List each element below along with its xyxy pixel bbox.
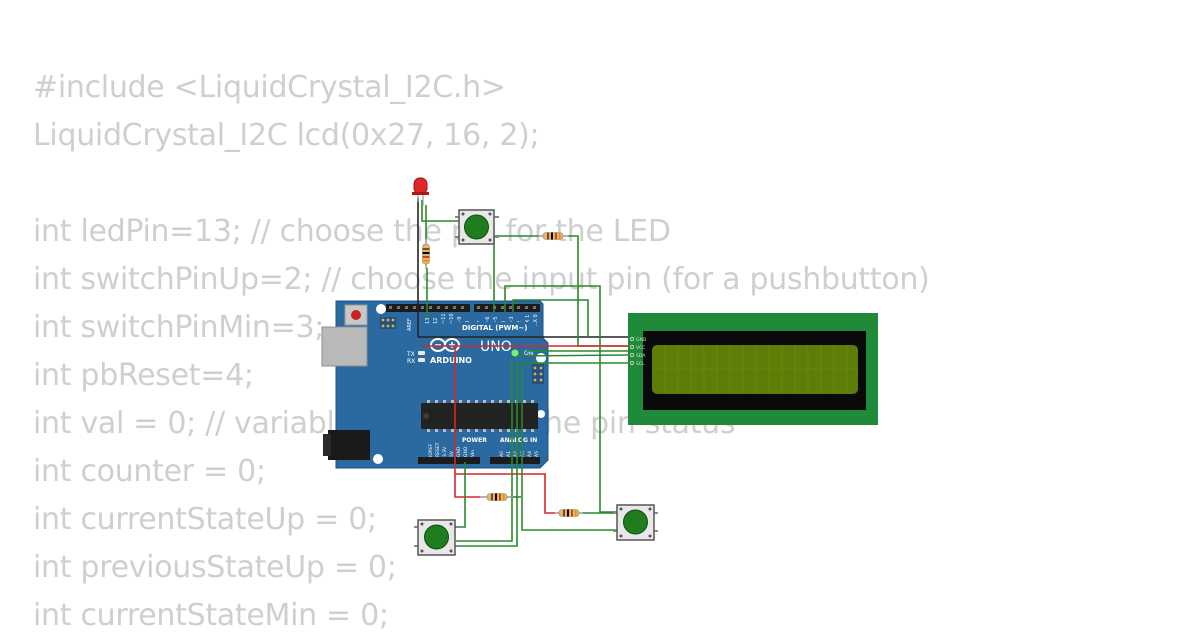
code-line: int counter = 0; xyxy=(33,454,266,489)
power-pin-label: IOREF xyxy=(428,443,434,457)
power-pin-label: Vin xyxy=(470,450,476,457)
brand-label: ARDUINO xyxy=(430,356,472,365)
atmega-chip xyxy=(421,403,538,429)
resistor[interactable] xyxy=(538,232,568,240)
resistor[interactable] xyxy=(555,509,583,517)
digital-header-label: DIGITAL (PWM~) xyxy=(462,324,527,332)
analog-pin-label: A2 xyxy=(513,451,519,457)
power-jack xyxy=(328,430,370,460)
digital-header xyxy=(386,304,470,312)
lcd-pin-label: SCL xyxy=(636,361,645,367)
mounting-hole xyxy=(376,304,386,314)
arduino-logo xyxy=(430,338,460,352)
lcd-pin-label: VCC xyxy=(636,345,645,351)
resistor[interactable] xyxy=(480,493,513,501)
code-line: LiquidCrystal_I2C lcd(0x27, 16, 2); xyxy=(33,118,540,153)
digital-pin-label: 12 xyxy=(433,318,439,324)
code-line: int currentStateUp = 0; xyxy=(33,502,377,537)
analog-pin-label: A1 xyxy=(506,451,512,457)
resistor[interactable] xyxy=(422,239,430,269)
power-pin-label: 5V xyxy=(449,450,455,457)
digital-pin-label: TX 1 xyxy=(525,315,531,327)
lcd-screen xyxy=(652,345,858,394)
tx-led xyxy=(418,351,425,355)
digital-pin-label: ~9 xyxy=(457,317,463,324)
analog-pin-label: A4 xyxy=(527,451,533,457)
code-line: int switchPinMin=3; xyxy=(33,310,325,345)
wires xyxy=(417,198,629,547)
lcd-pin-label: SDA xyxy=(636,353,646,359)
model-label: UNO xyxy=(480,339,512,355)
code-line: int pbReset=4; xyxy=(33,358,254,393)
power-header xyxy=(418,457,480,464)
analog-pin-label: A3 xyxy=(520,451,526,457)
digital-pin-label: ~6 xyxy=(485,317,491,324)
mounting-hole xyxy=(536,353,546,363)
analog-header xyxy=(490,457,540,464)
rx-led xyxy=(418,358,425,362)
arduino-uno-board[interactable]: AREF 13 12 ~11 ~10 ~9 8 7 ~6 ~5 4 ~3 2 T… xyxy=(321,300,549,469)
lcd-pin-label: GND xyxy=(636,337,647,343)
analog-header-label: ANALOG IN xyxy=(500,437,537,444)
code-line: #include <LiquidCrystal_I2C.h> xyxy=(33,70,506,105)
pushbutton-bottom-right[interactable] xyxy=(613,504,658,541)
rx-label: RX xyxy=(407,358,415,365)
digital-pin-label: ~3 xyxy=(509,317,515,324)
tx-label: TX xyxy=(406,351,415,358)
lcd-module[interactable]: GND VCC SDA SCL xyxy=(628,313,878,425)
code-line: int previousStateUp = 0; xyxy=(33,550,397,585)
digital-pin-label: ~10 xyxy=(449,313,455,324)
mounting-hole xyxy=(537,410,545,418)
digital-pin-label: 13 xyxy=(425,318,431,324)
red-led[interactable] xyxy=(412,177,429,206)
digital-header xyxy=(474,304,540,312)
mounting-hole xyxy=(373,454,383,464)
digital-pin-label: ~11 xyxy=(441,313,447,324)
pushbutton-top[interactable] xyxy=(455,209,499,245)
analog-pin-label: A5 xyxy=(534,451,540,457)
digital-pin-label: ~5 xyxy=(493,317,499,324)
usb-port xyxy=(321,326,368,367)
aref-label: AREF xyxy=(407,318,413,331)
pushbutton-bottom-left[interactable] xyxy=(414,519,460,556)
code-background: #include <LiquidCrystal_I2C.h> LiquidCry… xyxy=(33,62,930,638)
code-line: int currentStateMin = 0; xyxy=(33,598,389,633)
digital-pin-label: RX 0 xyxy=(533,314,539,326)
power-led xyxy=(511,349,519,357)
code-line: int switchPinUp=2; // choose the input p… xyxy=(33,262,930,297)
power-pin-label: GND xyxy=(456,446,462,457)
power-pin-label: GND xyxy=(463,446,469,457)
power-header-label: POWER xyxy=(462,437,487,444)
on-label: ON xyxy=(524,350,533,357)
analog-pin-label: A0 xyxy=(499,451,505,457)
power-pin-label: 3.3V xyxy=(442,446,448,457)
power-pin-label: RESET xyxy=(435,442,441,457)
